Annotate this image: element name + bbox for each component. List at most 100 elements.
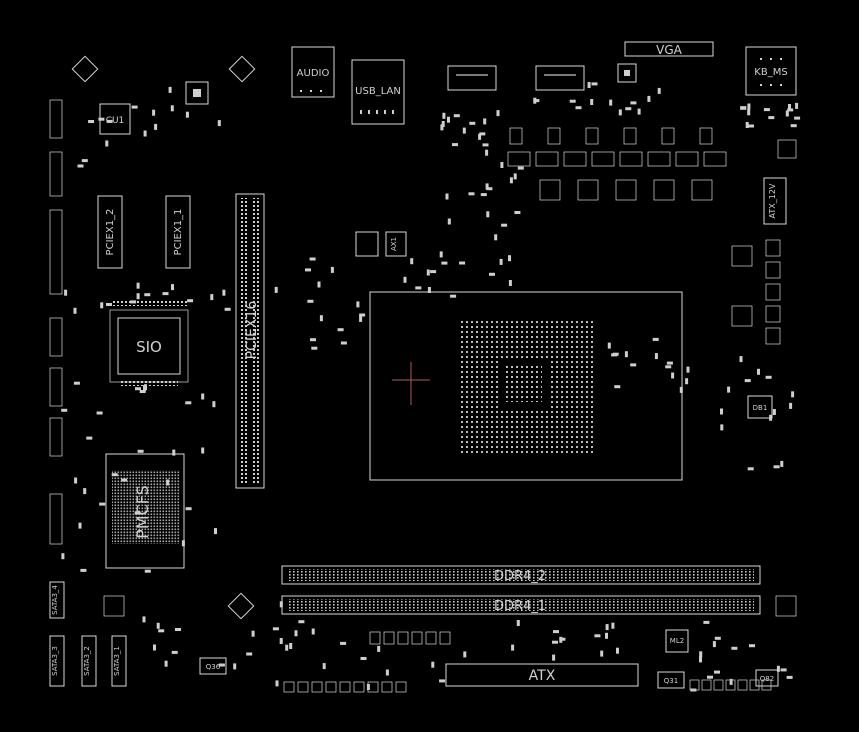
vga-connector: VGA — [624, 41, 714, 57]
smd-pad — [463, 651, 467, 658]
smd-pad — [153, 644, 156, 651]
smd-pad — [727, 386, 731, 393]
right-component — [765, 327, 781, 345]
cu1-label: CU1 — [106, 116, 125, 126]
audio-label: AUDIO — [297, 68, 330, 79]
smd-pad — [144, 569, 151, 573]
sata3-4-label: SATA3_4 — [51, 585, 59, 615]
smd-pad — [311, 628, 315, 635]
smd-pad — [439, 679, 446, 683]
bottom-component — [383, 631, 395, 645]
smd-pad — [714, 670, 720, 674]
smd-pad — [426, 269, 430, 276]
smd-pad — [657, 87, 661, 94]
smd-pad — [61, 553, 65, 560]
bottom-component — [367, 681, 379, 693]
smd-pad — [356, 301, 360, 308]
bottom-component — [381, 681, 393, 693]
smd-pad — [135, 387, 141, 391]
smd-pad — [431, 661, 435, 668]
smd-pad — [686, 366, 690, 373]
smd-pad — [780, 460, 784, 467]
smd-pad — [441, 261, 448, 265]
sio-chip: SIO — [109, 300, 189, 386]
vrm-mosfet — [703, 151, 727, 167]
smd-pad — [305, 268, 311, 272]
smd-pad — [516, 620, 520, 626]
vrm-cap — [509, 127, 523, 145]
bottom-component — [283, 681, 295, 693]
smd-pad — [618, 109, 622, 116]
vrm-mosfet — [591, 151, 615, 167]
smd-pad — [106, 303, 112, 306]
smd-pad — [486, 211, 490, 218]
smd-pad — [605, 624, 609, 631]
smd-pad — [514, 211, 521, 214]
vrm-mosfet — [535, 151, 559, 167]
smd-pad — [111, 473, 118, 477]
smd-pad — [745, 122, 749, 128]
smd-pad — [647, 95, 651, 102]
usb-header-top-1 — [447, 65, 497, 91]
smd-pad — [740, 106, 747, 110]
bottom-component — [737, 679, 748, 691]
ax1-label: AX1 — [390, 237, 398, 251]
smd-pad — [136, 282, 140, 289]
vrm-inductor — [615, 179, 637, 201]
sata3-1-header: SATA3_1 — [111, 635, 127, 687]
bottom-component — [439, 631, 451, 645]
smd-pad — [289, 643, 293, 649]
kb-ms-label: KB_MS — [754, 67, 787, 78]
smd-pad — [776, 665, 780, 672]
smd-pad — [162, 292, 169, 296]
smd-pad — [172, 449, 176, 456]
pciex1-1-label: PCIEX1_1 — [173, 209, 184, 256]
smd-pad — [275, 680, 279, 687]
smd-pad — [731, 646, 738, 650]
bottom-component — [725, 679, 736, 691]
pciex16-label: PCIEX16 — [244, 301, 260, 360]
diamond-chip-1 — [71, 55, 99, 83]
smd-pad — [748, 124, 754, 128]
ddr4-2-slot: DDR4_2 — [281, 565, 761, 585]
smd-pad — [482, 143, 489, 147]
smd-pad — [187, 299, 194, 303]
right-component — [765, 283, 781, 301]
bottom-component — [397, 631, 409, 645]
smd-pad — [739, 356, 743, 363]
smd-pad — [652, 337, 659, 341]
bottom-component — [325, 681, 337, 693]
smd-pad — [747, 467, 754, 471]
smd-pad — [175, 628, 181, 631]
vrm-mosfet — [647, 151, 671, 167]
bottom-component — [411, 631, 423, 645]
smd-pad — [214, 528, 217, 535]
smd-pad — [73, 307, 77, 314]
smd-pad — [279, 638, 283, 644]
smd-pad — [747, 103, 751, 110]
smd-pad — [785, 110, 789, 117]
smd-pad — [139, 390, 146, 393]
smd-pad — [442, 112, 446, 119]
db1-label: DB1 — [753, 404, 768, 412]
smd-pad — [552, 654, 556, 661]
smd-pad — [480, 193, 487, 197]
smd-pad — [450, 294, 457, 298]
smd-pad — [757, 368, 760, 375]
smd-pad — [479, 132, 486, 136]
smd-pad — [508, 280, 512, 286]
smd-pad — [164, 660, 168, 667]
smd-pad — [607, 342, 611, 349]
smd-pad — [612, 352, 619, 356]
smd-pad — [317, 281, 321, 288]
smd-pad — [134, 511, 141, 515]
sata3-3-label: SATA3_3 — [51, 646, 59, 676]
smd-pad — [142, 616, 146, 623]
bottom-component — [689, 679, 700, 691]
smd-pad — [322, 663, 326, 670]
smd-pad — [185, 401, 192, 405]
ml2-component: ML2 — [665, 629, 689, 653]
smd-pad — [99, 502, 106, 506]
sata3-4-header: SATA3_4 — [49, 581, 65, 619]
smd-pad — [224, 307, 231, 311]
